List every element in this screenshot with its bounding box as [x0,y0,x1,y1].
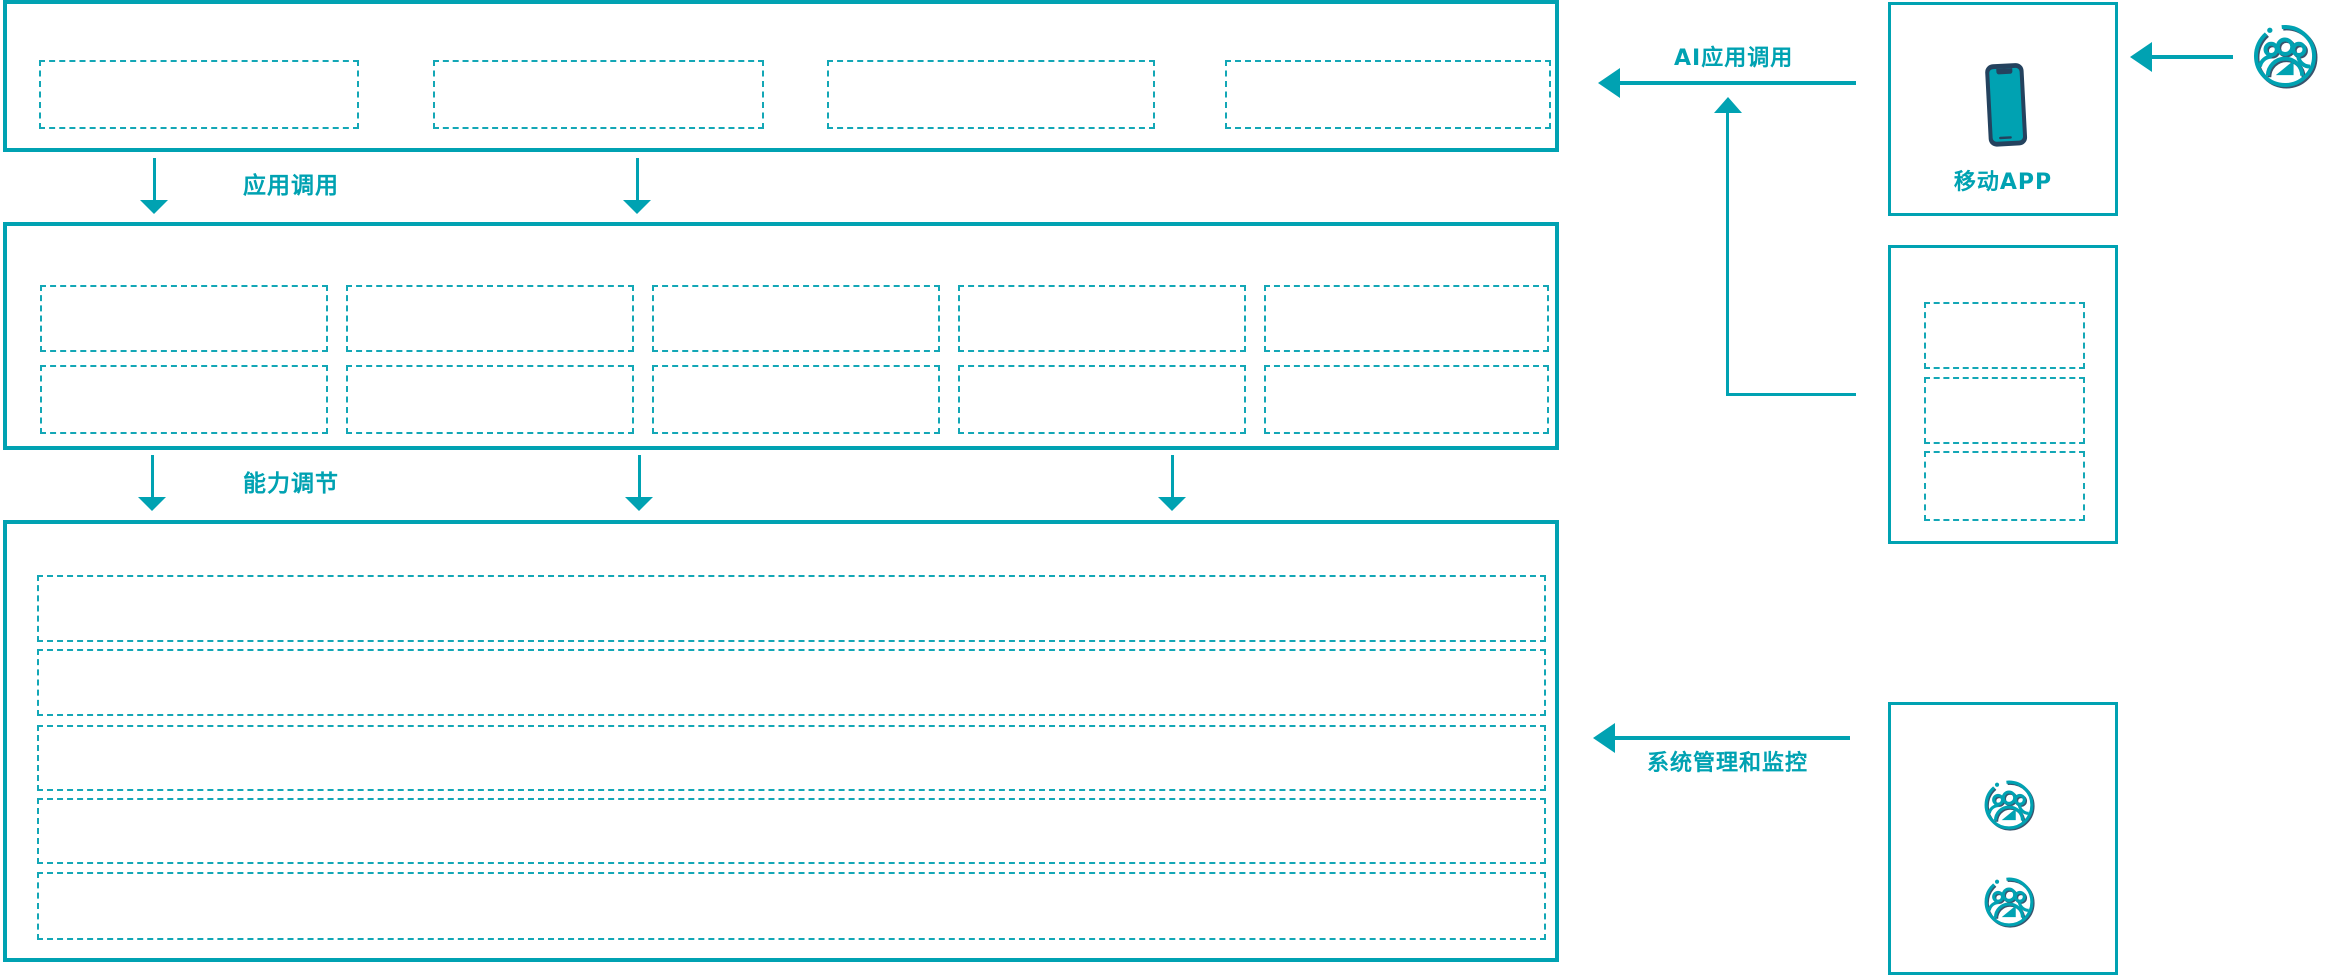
capability-arrowhead-1 [138,497,166,511]
sysmgmt-arrow-line [1615,736,1850,740]
top-layer-slot-3 [827,60,1155,129]
mobile-app-label: 移动APP [1953,170,2053,195]
middle-slot-r1c2 [346,285,634,352]
api-elbow-vline [1726,112,1729,396]
capability-arrow-line-1 [151,455,154,499]
app-call-arrowhead-2 [623,200,651,214]
top-layer-slot-4 [1225,60,1551,129]
middle-slot-r2c3 [652,365,940,434]
capability-arrowhead-3 [1158,497,1186,511]
sysmgmt-arrowhead [1593,723,1615,753]
middle-slot-r1c1 [40,285,328,352]
top-layer-slot-1 [39,60,359,129]
top-layer-box [3,0,1559,152]
ai-call-arrowhead [1598,68,1620,98]
capability-arrowhead-2 [625,497,653,511]
middle-slot-r2c5 [1264,365,1549,434]
middle-slot-r1c3 [652,285,940,352]
app-call-arrowhead-1 [140,200,168,214]
sysmgmt-label: 系统管理和监控 [1647,751,1809,776]
middle-slot-r1c5 [1264,285,1549,352]
bottom-layer-row-3 [37,725,1546,791]
side-api-slot-3 [1924,451,2085,521]
app-call-arrow-line-1 [153,158,156,202]
admin-users-icon-2 [1984,877,2035,928]
middle-slot-r2c1 [40,365,328,434]
middle-layer-box [3,222,1559,450]
middle-slot-r1c4 [958,285,1246,352]
smartphone-icon [1985,63,2028,147]
api-elbow-arrowhead [1714,97,1742,113]
user-arrowhead [2130,42,2152,72]
capability-arrow-line-2 [638,455,641,499]
bottom-layer-row-5 [37,872,1546,940]
bottom-layer-box [3,520,1559,962]
user-arrow-line [2152,55,2233,59]
side-api-box [1888,245,2118,544]
capability-arrow-line-3 [1171,455,1174,499]
capability-label: 能力调节 [243,471,339,497]
middle-slot-r2c4 [958,365,1246,434]
bottom-layer-row-2 [37,649,1546,716]
bottom-layer-row-1 [37,575,1546,642]
side-api-slot-2 [1924,377,2085,444]
app-call-label: 应用调用 [243,173,339,199]
ai-call-arrow-line [1620,81,1856,85]
admin-box [1888,702,2118,975]
mobile-app-box: 移动APP [1888,2,2118,216]
ai-call-label: AI应用调用 [1674,46,1794,71]
app-call-arrow-line-2 [636,158,639,202]
end-user-icon [2253,24,2318,89]
side-api-slot-1 [1924,302,2085,369]
middle-slot-r2c2 [346,365,634,434]
api-elbow-hline [1726,393,1856,396]
top-layer-slot-2 [433,60,764,129]
admin-users-icon-1 [1984,780,2035,831]
bottom-layer-row-4 [37,798,1546,864]
